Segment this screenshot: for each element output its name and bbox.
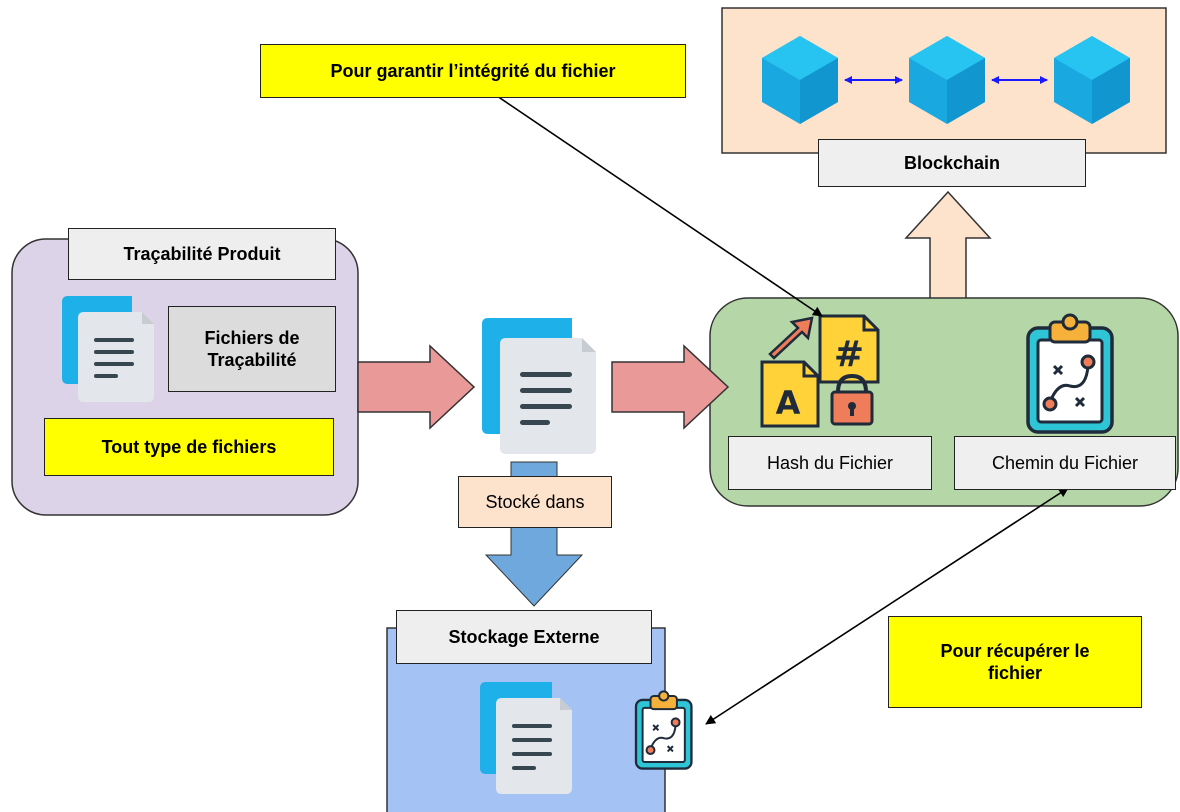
recuperer-note: Pour récupérer le fichier [888, 616, 1142, 708]
blockchain-label: Blockchain [818, 139, 1086, 187]
chemin-fichier-label: Chemin du Fichier [954, 436, 1176, 490]
clipboard-route-icon [1026, 313, 1114, 434]
document-icon [482, 318, 596, 454]
tout-type-text: Tout type de fichiers [101, 436, 277, 457]
fichiers-tracabilite-line2: Traçabilité [207, 350, 297, 370]
recuperer-line1: Pour récupérer le [940, 640, 1090, 661]
blockchain-label-text: Blockchain [903, 152, 1001, 173]
tracabilite-produit-label: Traçabilité Produit [68, 228, 336, 280]
fichiers-tracabilite-line1: Fichiers de [204, 327, 300, 348]
recuperer-line2: fichier [987, 663, 1043, 683]
stocke-dans-text: Stocké dans [485, 491, 585, 512]
tracabilite-produit-text: Traçabilité Produit [123, 243, 281, 264]
svg-text:A: A [776, 384, 801, 422]
integrity-pointer-arrow [496, 95, 823, 317]
clipboard-route-icon [634, 690, 693, 770]
stockage-externe-text: Stockage Externe [448, 626, 600, 647]
integrity-note-text: Pour garantir l’intégrité du fichier [330, 60, 616, 81]
stocke-dans-label: Stocké dans [458, 476, 612, 528]
tout-type-label: Tout type de fichiers [44, 418, 334, 476]
hash-fichier-text: Hash du Fichier [766, 452, 894, 473]
block-cube-2 [909, 36, 985, 124]
document-icon [62, 296, 154, 402]
stockage-externe-label: Stockage Externe [396, 610, 652, 664]
chemin-fichier-text: Chemin du Fichier [991, 452, 1139, 473]
hash-lock-files-icon: # A [760, 314, 880, 428]
block-cube-1 [762, 36, 838, 124]
integrity-note: Pour garantir l’intégrité du fichier [260, 44, 686, 98]
document-icon [480, 682, 572, 794]
flow-arrow-1 [357, 344, 476, 430]
svg-text:#: # [834, 334, 864, 375]
retrieve-pointer-arrow [705, 487, 1069, 725]
flow-arrow-2 [611, 344, 730, 430]
fichiers-tracabilite-label: Fichiers de Traçabilité [168, 306, 336, 392]
hash-fichier-label: Hash du Fichier [728, 436, 932, 490]
block-cube-3 [1054, 36, 1130, 124]
